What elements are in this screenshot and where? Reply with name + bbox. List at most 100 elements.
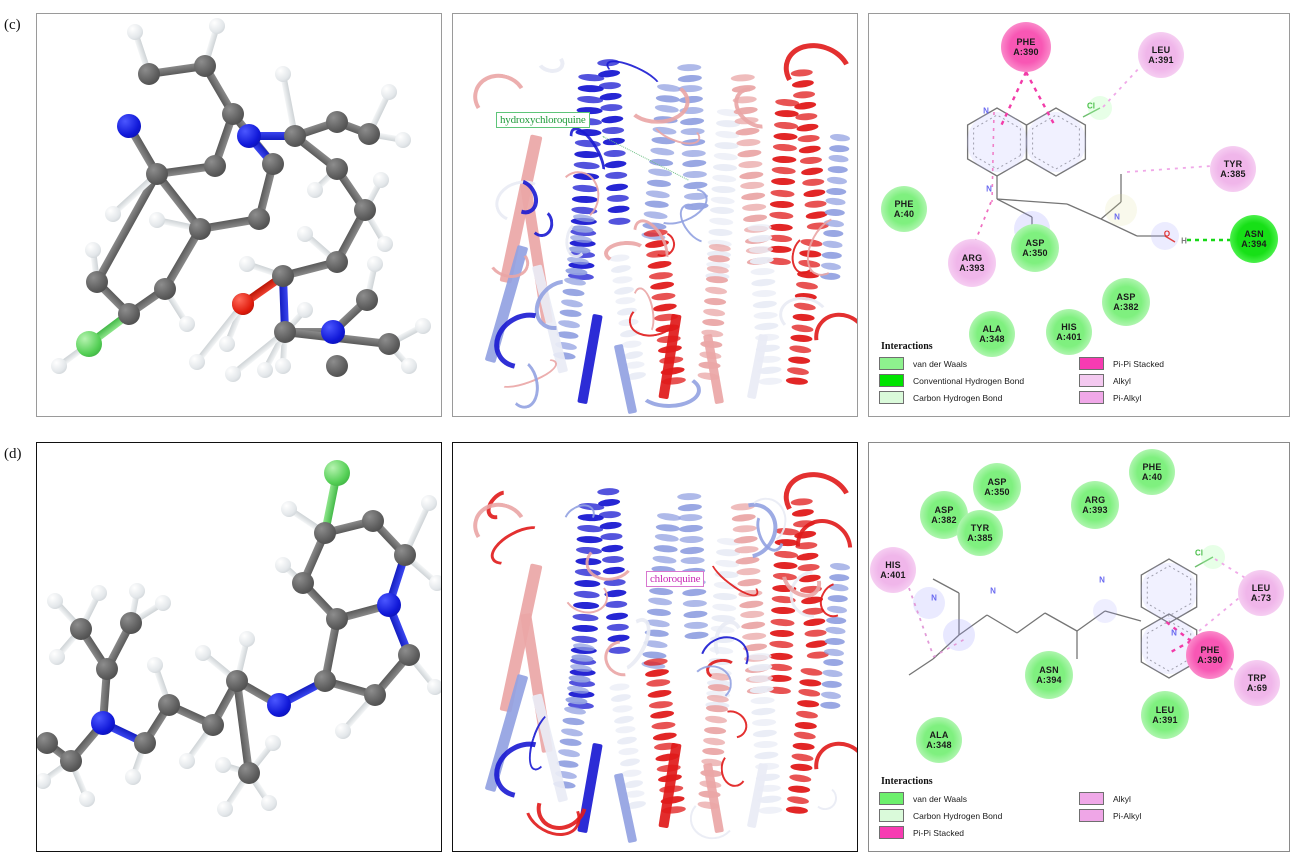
residue-id: A:391 bbox=[1148, 55, 1174, 65]
residue-name: PHE bbox=[1200, 645, 1220, 655]
legend-label: van der Waals bbox=[913, 793, 968, 804]
residue-name: ALA bbox=[929, 730, 949, 740]
residue-id: A:385 bbox=[1220, 169, 1246, 179]
legend-item: Pi-Alkyl bbox=[1079, 391, 1279, 404]
legend-label: Pi-Alkyl bbox=[1113, 392, 1142, 403]
residue-name: PHE bbox=[894, 199, 914, 209]
legend-label: Carbon Hydrogen Bond bbox=[913, 810, 1003, 821]
legend-item: Alkyl bbox=[1079, 374, 1279, 387]
atom-label-n-0: N bbox=[931, 593, 937, 603]
ligand-label-chloroquine: chloroquine bbox=[646, 571, 705, 587]
protein-panel-hydroxychloroquine: hydroxychloroquine bbox=[452, 13, 858, 417]
ball-and-stick-model-hydroxychloroquine bbox=[37, 14, 441, 416]
residue-id: A:390 bbox=[1013, 47, 1039, 57]
legend-swatch bbox=[879, 826, 904, 839]
legend-label: Conventional Hydrogen Bond bbox=[913, 375, 1025, 386]
legend-label: Alkyl bbox=[1113, 375, 1131, 386]
residue-name: ARG bbox=[961, 253, 983, 263]
legend-swatch bbox=[1079, 391, 1104, 404]
legend-label: Pi-Alkyl bbox=[1113, 810, 1142, 821]
panel-label-c: (c) bbox=[4, 17, 21, 33]
legend-item: Pi-Pi Stacked bbox=[879, 826, 1079, 839]
legend-item: van der Waals bbox=[879, 357, 1079, 370]
atom-label-h-5: H bbox=[1181, 236, 1187, 246]
protein-ribbon-diagram bbox=[453, 14, 857, 416]
residue-name: TRP bbox=[1247, 673, 1267, 683]
residue-id: A:40 bbox=[893, 209, 915, 219]
residue-name: HIS bbox=[885, 560, 901, 570]
legend-item: Alkyl bbox=[1079, 792, 1279, 805]
atom-label-n-0: N bbox=[983, 106, 989, 116]
residue-name: LEU bbox=[1155, 705, 1175, 715]
legend-item: Conventional Hydrogen Bond bbox=[879, 374, 1079, 387]
legend-label: van der Waals bbox=[913, 358, 968, 369]
residue-name: ASP bbox=[1025, 238, 1045, 248]
residue-id: A:69 bbox=[1246, 683, 1268, 693]
residue-name: ASP bbox=[934, 505, 954, 515]
atom-label-n-2: N bbox=[1099, 575, 1105, 585]
ligand-label-hydroxychloroquine: hydroxychloroquine bbox=[496, 112, 590, 128]
residue-id: A:382 bbox=[1113, 302, 1139, 312]
atom-label-n-2: N bbox=[986, 184, 992, 194]
residue-name: HIS bbox=[1061, 322, 1077, 332]
atom-label-cl-1: Cl bbox=[1087, 101, 1095, 111]
residue-id: A:73 bbox=[1250, 593, 1272, 603]
residue-name: PHE bbox=[1016, 37, 1036, 47]
residue-name: ASN bbox=[1244, 229, 1264, 239]
legend-label: Pi-Pi Stacked bbox=[1113, 358, 1165, 369]
residue-id: A:394 bbox=[1036, 675, 1062, 685]
atom-label-cl-3: Cl bbox=[1195, 548, 1203, 558]
residue-name: TYR bbox=[970, 523, 990, 533]
legend-swatch bbox=[1079, 374, 1104, 387]
molecule-panel-chloroquine bbox=[36, 442, 442, 852]
legend-label: Carbon Hydrogen Bond bbox=[913, 392, 1003, 403]
molecule-panel-hydroxychloroquine bbox=[36, 13, 442, 417]
residue-name: PHE bbox=[1142, 462, 1162, 472]
legend-item: Carbon Hydrogen Bond bbox=[879, 391, 1079, 404]
residue-id: A:393 bbox=[1082, 505, 1108, 515]
legend-title: Interactions bbox=[881, 776, 933, 787]
residue-name: ASP bbox=[987, 477, 1007, 487]
legend-swatch bbox=[1079, 809, 1104, 822]
residue-id: A:350 bbox=[984, 487, 1010, 497]
residue-name: ALA bbox=[982, 324, 1002, 334]
legend-title: Interactions bbox=[881, 341, 933, 352]
legend-swatch bbox=[879, 809, 904, 822]
residue-name: TYR bbox=[1223, 159, 1243, 169]
legend-swatch bbox=[879, 391, 904, 404]
atom-label-n-3: N bbox=[1114, 212, 1120, 222]
residue-id: A:348 bbox=[926, 740, 952, 750]
residue-name: LEU bbox=[1251, 583, 1271, 593]
legend-swatch bbox=[1079, 792, 1104, 805]
atom-label-o-4: O bbox=[1163, 229, 1171, 239]
legend-swatch bbox=[879, 357, 904, 370]
